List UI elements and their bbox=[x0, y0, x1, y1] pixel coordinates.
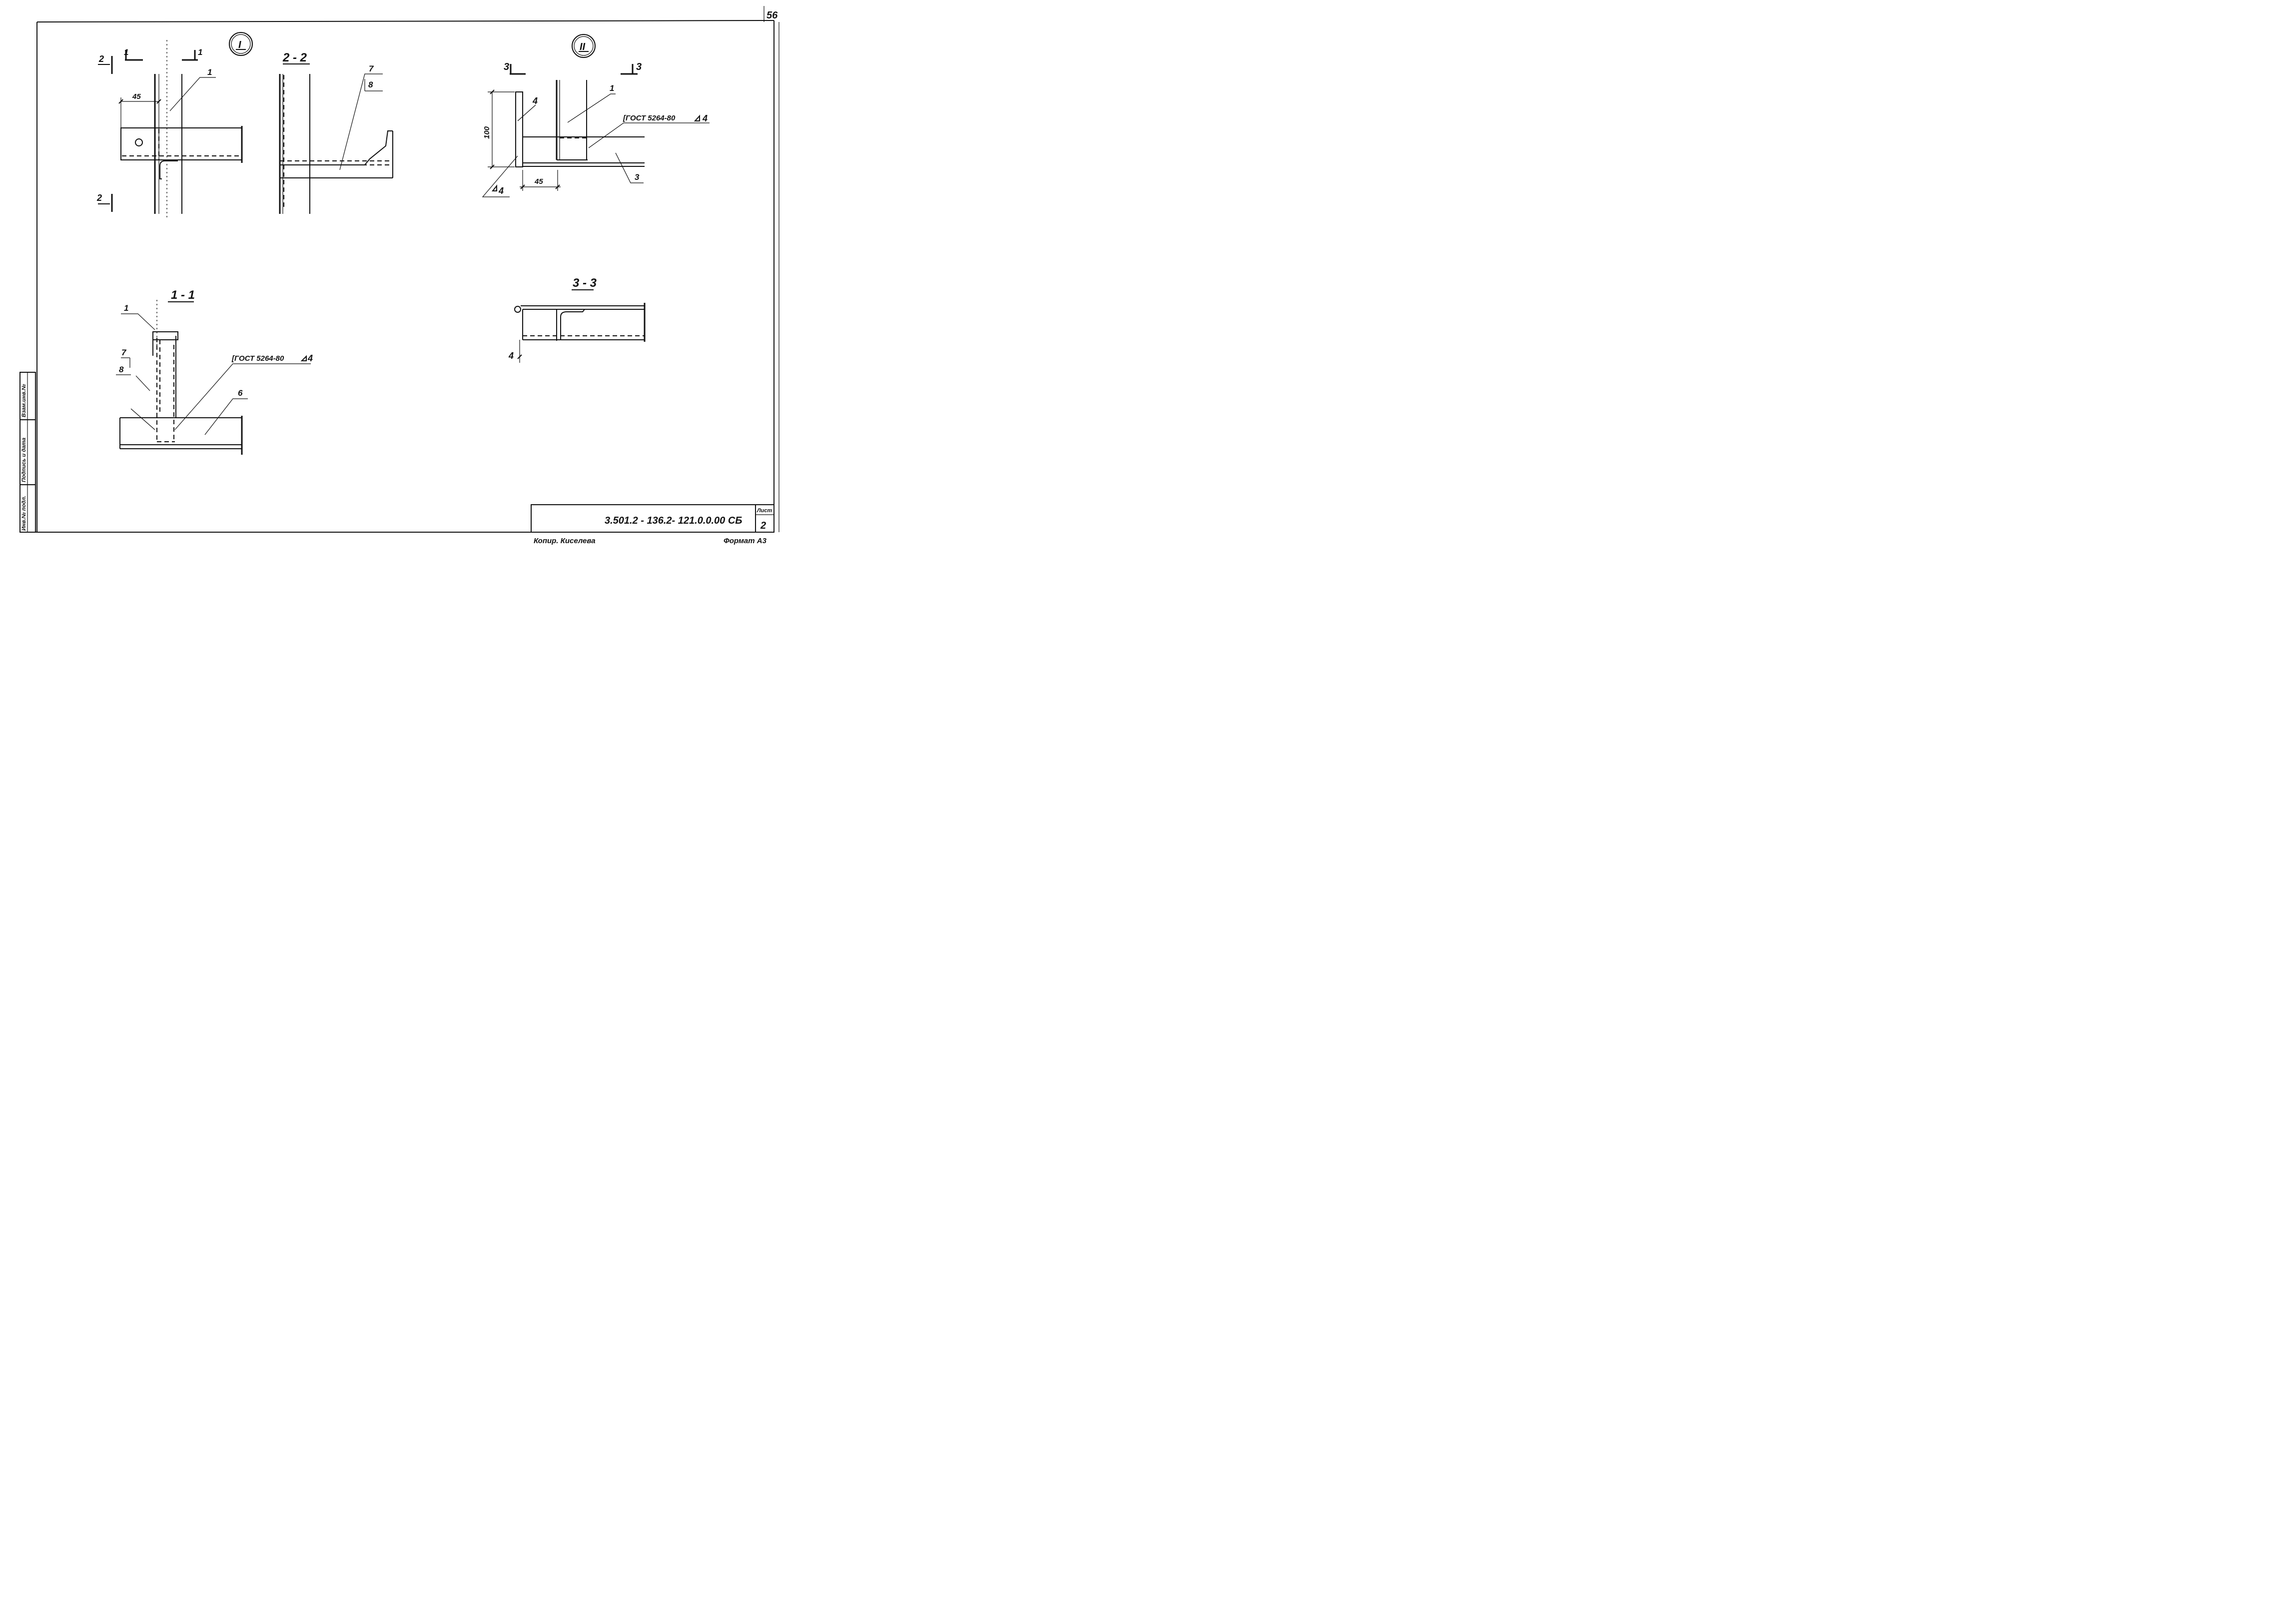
cut-1-right-label: 1 bbox=[198, 47, 202, 57]
callout-pos-7-1-1: 7 bbox=[121, 348, 127, 357]
dim-45-node-I: 45 bbox=[132, 92, 141, 101]
dim-100: 100 bbox=[483, 126, 491, 139]
callout-pos-1-1-1: 1 bbox=[124, 303, 128, 313]
side-stamp bbox=[19, 372, 36, 533]
cut-3-right-label: 3 bbox=[636, 61, 642, 72]
side-stamp-replaced-inv: Взам.инв.№ bbox=[21, 384, 27, 417]
weld-note-node-II-gost: [ГОСТ 5264-80 bbox=[623, 114, 676, 122]
callout-pos-8-1-1: 8 bbox=[119, 365, 124, 374]
cut-3-left-label: 3 bbox=[504, 61, 509, 72]
section-1-1-drawing bbox=[116, 300, 311, 455]
sheet-number: 2 bbox=[760, 520, 766, 531]
callout-pos-4-node-II: 4 bbox=[532, 96, 538, 106]
format-note: Формат А3 bbox=[724, 537, 767, 545]
callout-pos-3-node-II: 3 bbox=[635, 172, 640, 182]
section-3-3-drawing bbox=[514, 289, 646, 363]
sheet-frame bbox=[20, 6, 779, 533]
section-2-2-title: 2 - 2 bbox=[282, 51, 307, 64]
callout-pos-7-2-2: 7 bbox=[369, 64, 374, 73]
callout-pos-6-1-1: 6 bbox=[238, 388, 243, 398]
weld-note-node-II-leg: 4 bbox=[702, 113, 708, 123]
callout-pos-1-node-II: 1 bbox=[610, 83, 614, 93]
section-3-3-title: 3 - 3 bbox=[573, 276, 597, 290]
side-stamp-signature-date: Подпись и дата bbox=[21, 438, 27, 482]
dim-4-section-3-3: 4 bbox=[508, 351, 514, 361]
dim-45-node-II: 45 bbox=[534, 177, 543, 186]
page-number: 56 bbox=[766, 10, 778, 21]
drawing-sheet: 56 Инв.№ подл. Подпись и дата Взам.инв.№… bbox=[19, 6, 779, 545]
weld-note-1-1-gost: [ГОСТ 5264-80 bbox=[231, 354, 284, 363]
weld-note-1-1-gost-text: ГОСТ 5264-80 bbox=[234, 354, 284, 363]
node-II-drawing bbox=[482, 34, 710, 197]
section-2-2-drawing bbox=[279, 63, 393, 214]
cut-2-bottom-label: 2 bbox=[96, 193, 102, 203]
node-I-label: I bbox=[238, 39, 241, 50]
title-block bbox=[531, 504, 774, 533]
weld-note-node-II-left-leg: 4 bbox=[498, 186, 504, 196]
node-I-drawing bbox=[98, 32, 253, 220]
callout-pos-1-node-I: 1 bbox=[207, 67, 212, 77]
callout-pos-8-2-2: 8 bbox=[368, 80, 373, 89]
sheet-label: Лист bbox=[757, 508, 772, 514]
node-II-label: II bbox=[580, 41, 586, 52]
copyist-note: Копир. Киселева bbox=[534, 537, 596, 545]
side-stamp-inv-no: Инв.№ подл. bbox=[21, 496, 27, 531]
document-code: 3.501.2 - 136.2- 121.0.0.00 СБ bbox=[605, 515, 742, 526]
weld-note-node-II-gost-text: ГОСТ 5264-80 bbox=[626, 114, 676, 122]
weld-note-1-1-leg: 4 bbox=[307, 353, 313, 363]
cut-2-top-label: 2 bbox=[98, 54, 104, 64]
section-1-1-title: 1 - 1 bbox=[171, 288, 195, 302]
cut-1-left-label: 1 bbox=[124, 47, 128, 57]
